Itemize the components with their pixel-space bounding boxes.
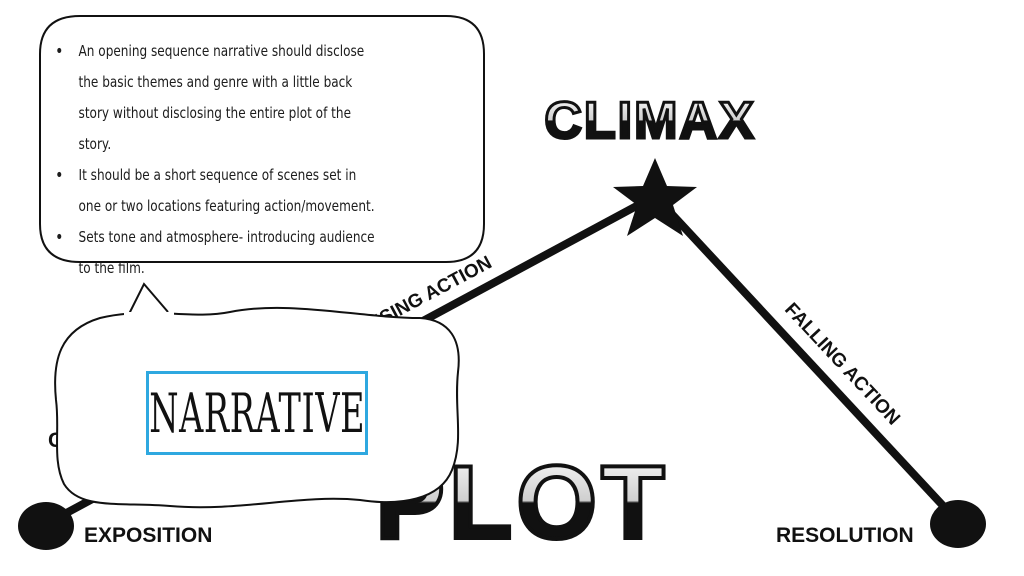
- bullet-list: An opening sequence narrative should dis…: [52, 36, 380, 284]
- climax-title: CLIMAX: [544, 92, 755, 150]
- narrative-callout-tail: [125, 282, 169, 321]
- bullet-item: An opening sequence narrative should dis…: [55, 36, 380, 160]
- bullet-item: Sets tone and atmosphere- introducing au…: [55, 222, 380, 284]
- resolution-dot: [930, 500, 986, 548]
- exposition-label: EXPOSITION: [84, 524, 212, 547]
- climax-star-icon: [613, 158, 697, 236]
- speech-bubble-text: An opening sequence narrative should dis…: [52, 36, 380, 284]
- falling-action-label: FALLING ACTION: [780, 299, 904, 429]
- narrative-label-box: NARRATIVE: [146, 371, 368, 455]
- tail-mask: [124, 312, 174, 324]
- bullet-item: It should be a short sequence of scenes …: [55, 160, 380, 222]
- falling-action-line: [652, 193, 963, 527]
- narrative-label: NARRATIVE: [149, 381, 365, 445]
- exposition-dot: [18, 502, 74, 550]
- resolution-label: RESOLUTION: [776, 524, 914, 547]
